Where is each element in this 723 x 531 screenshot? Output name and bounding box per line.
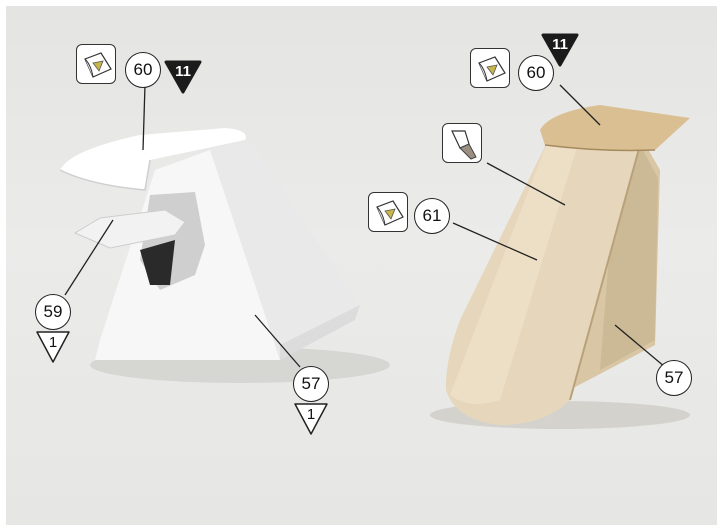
callout-label: 57 [302,374,321,394]
right-sheet-badge: 11 [541,33,579,67]
left-callout-body: 57 [293,366,329,402]
callout-label: 57 [665,368,684,388]
sheet-badge-label: 11 [541,36,579,53]
left-white-model [60,85,360,367]
callout-label: 61 [423,206,442,226]
left-sheet-badge: 11 [164,60,202,94]
left-callout-top: 60 [125,52,161,88]
callout-label: 59 [44,302,63,322]
qty-label: 1 [35,334,71,351]
left-qty-body: 1 [293,402,329,436]
glue-sheet-icon [368,192,408,232]
sheet-badge-label: 11 [164,63,202,80]
callout-label: 60 [134,60,153,80]
right-callout-middle: 61 [414,198,450,234]
left-qty-front: 1 [35,330,71,364]
sanding-block-icon [442,123,482,163]
right-top-cap [540,105,690,150]
qty-label: 1 [293,406,329,423]
glue-sheet-icon [76,44,116,84]
glue-sheet-icon [470,48,510,88]
left-callout-front: 59 [35,294,71,330]
right-callout-body: 57 [656,360,692,396]
